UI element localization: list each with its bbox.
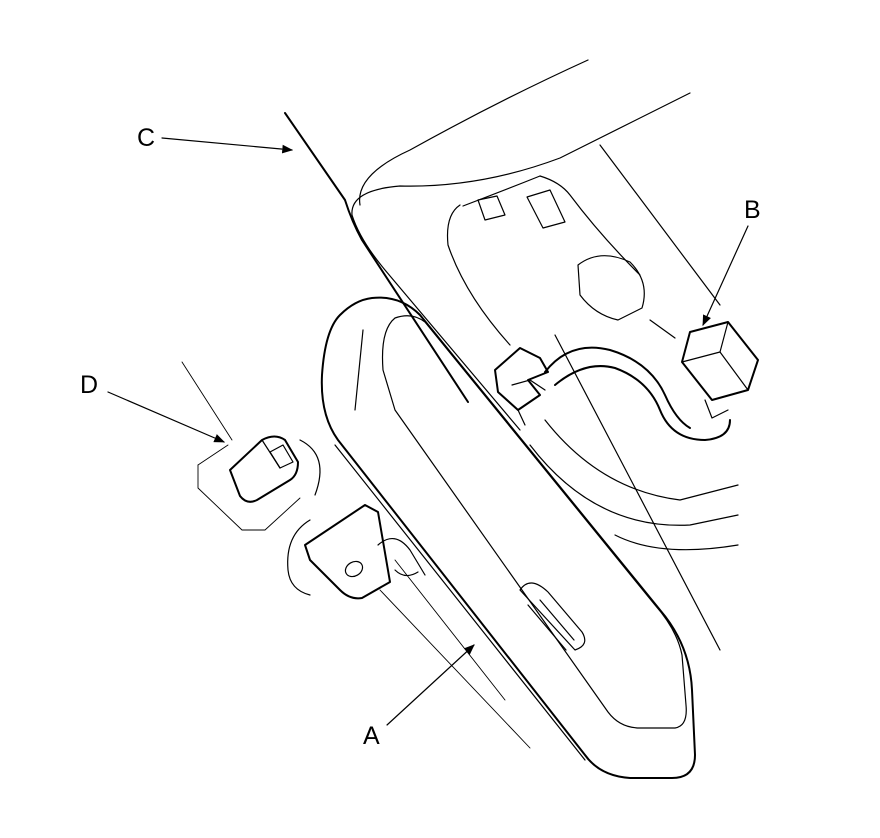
arrow-a <box>386 644 475 726</box>
arrow-b <box>702 225 749 326</box>
label-d: D <box>80 371 98 399</box>
cover-part-d <box>181 361 321 531</box>
rearview-mirror-part-a <box>320 296 696 779</box>
leader-arrows <box>107 137 749 726</box>
roof-mount-base <box>446 175 739 551</box>
arrow-d <box>107 391 225 443</box>
label-b: B <box>744 196 761 224</box>
label-c: C <box>137 124 155 152</box>
label-a: A <box>363 722 380 750</box>
arrow-c <box>161 137 294 154</box>
mount-bracket <box>287 504 531 749</box>
connector-part-b <box>494 321 759 441</box>
headliner-part-c <box>284 59 721 651</box>
